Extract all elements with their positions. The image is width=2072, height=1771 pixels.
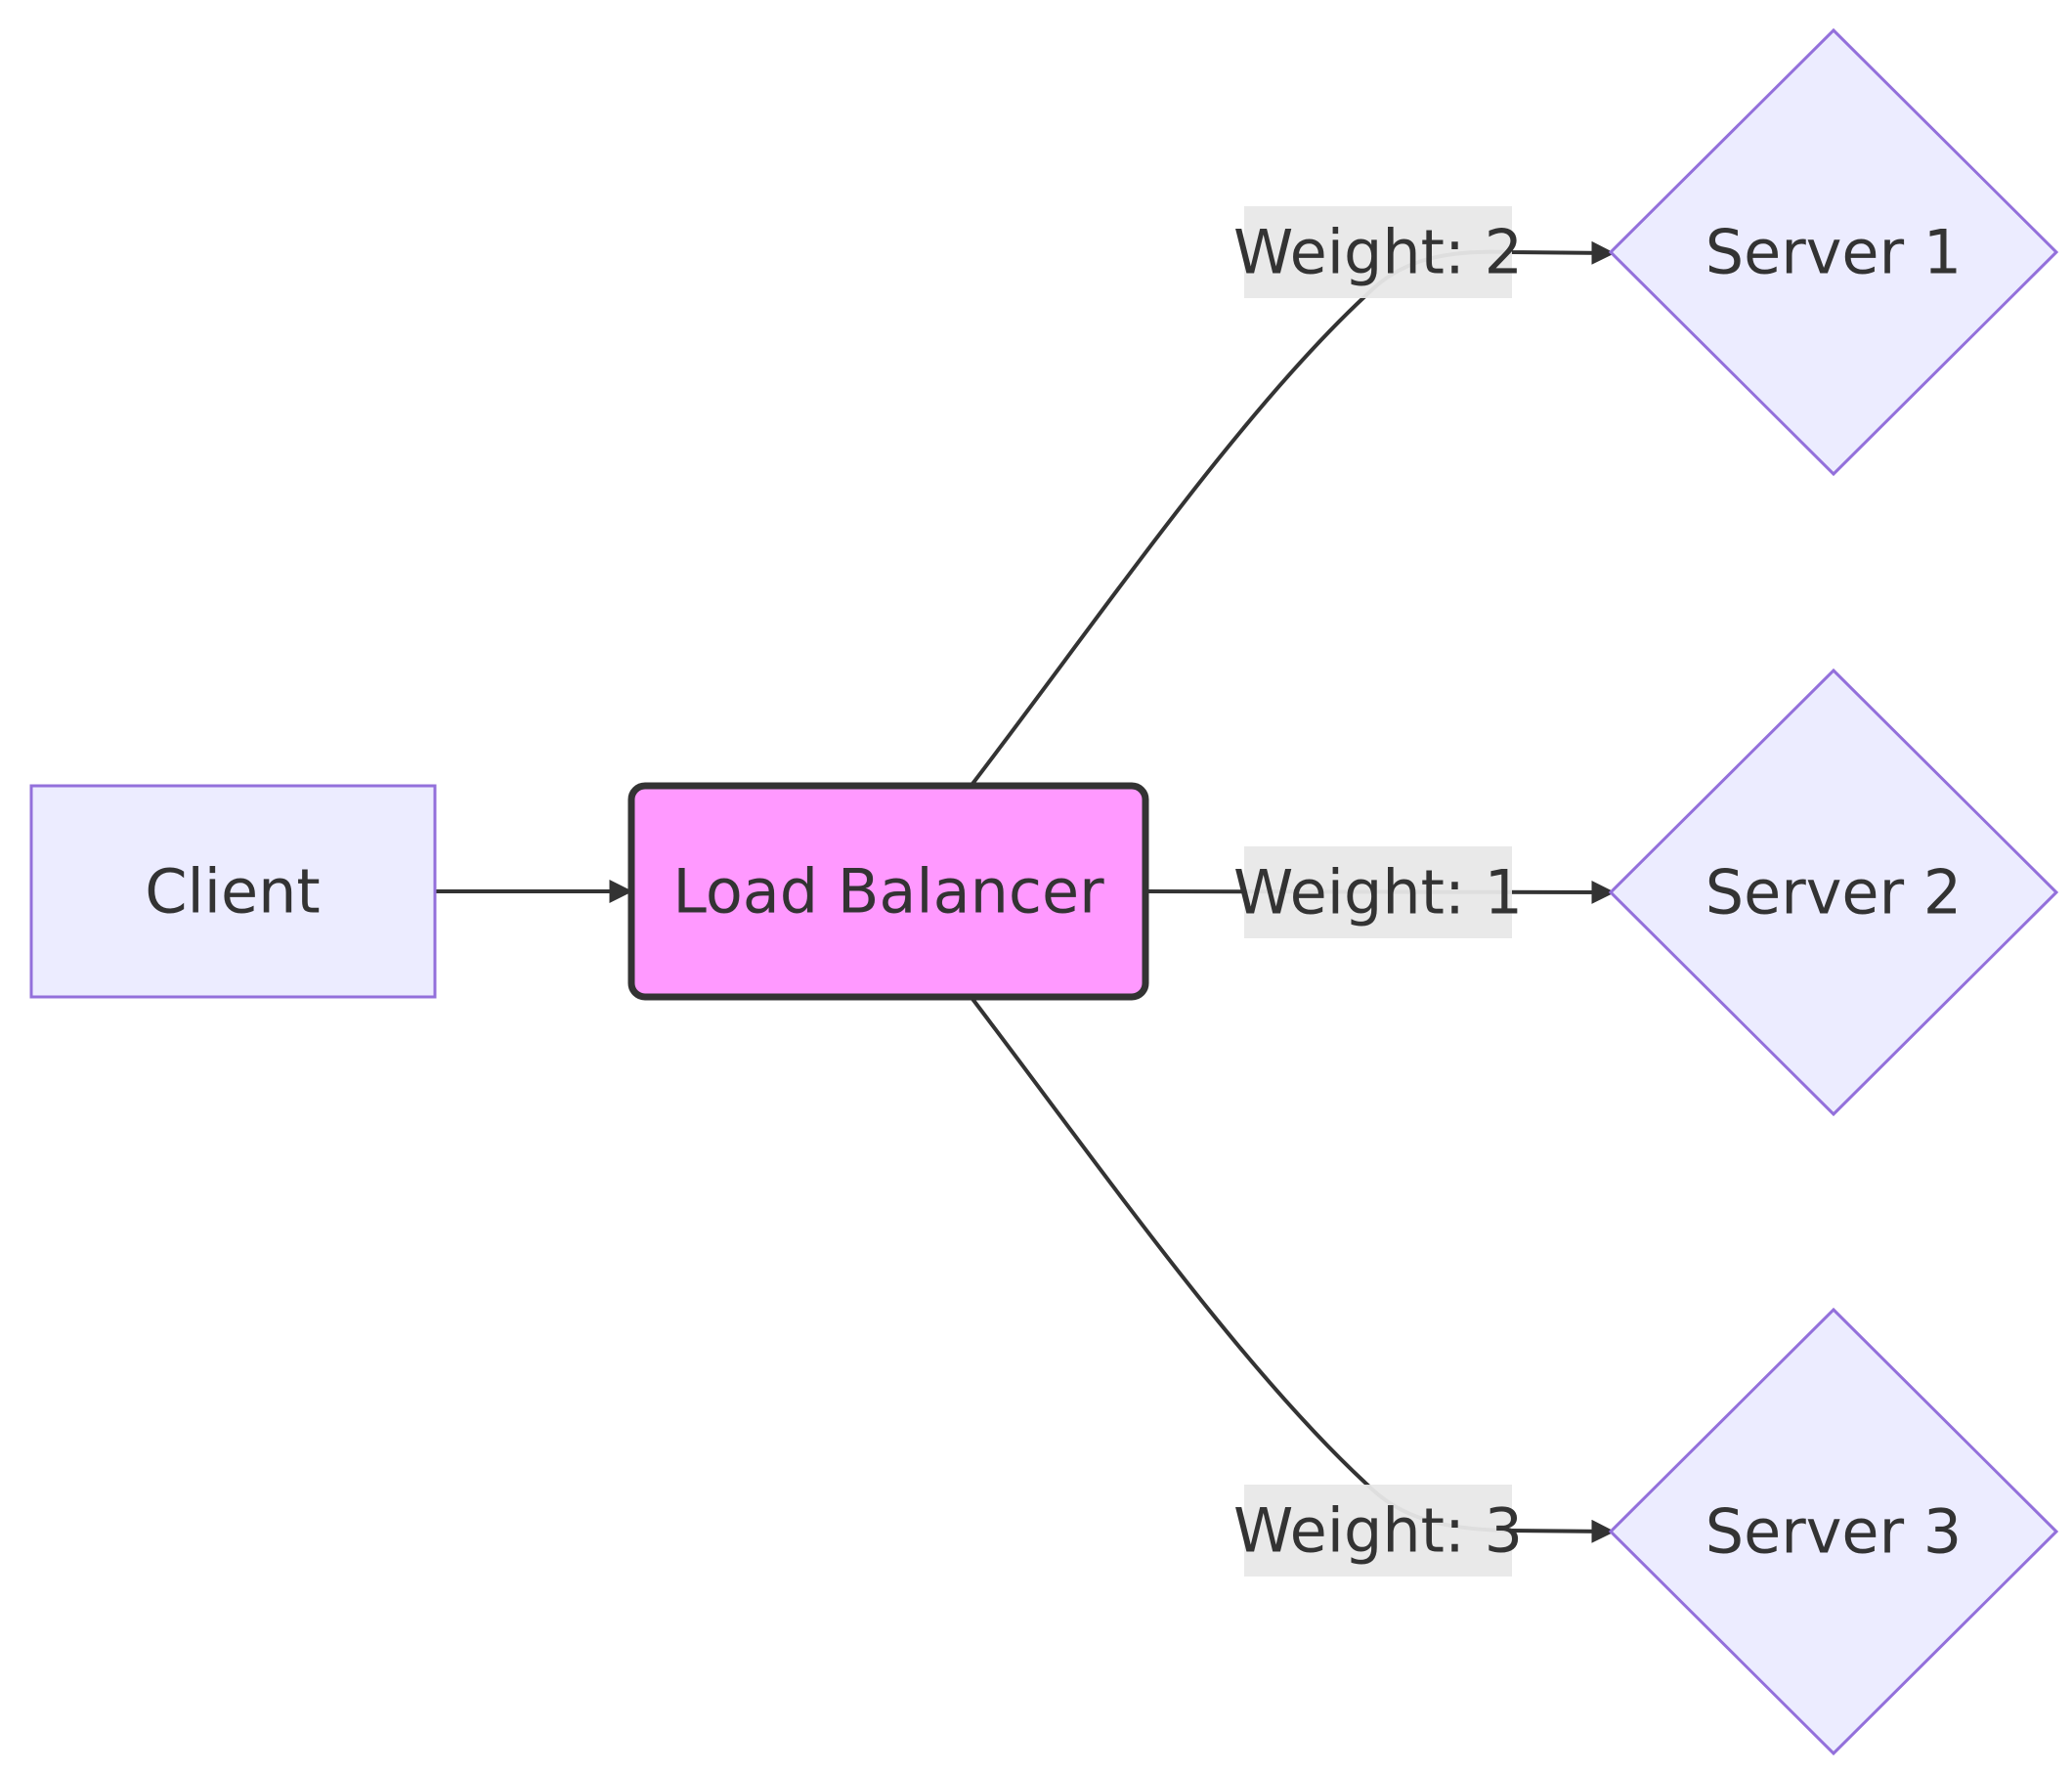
edge-label-text: Weight: 1 — [1233, 857, 1523, 929]
edge-load-balancer-to-server-3 — [971, 997, 1616, 1543]
node-server-1[interactable]: Server 1 — [1608, 27, 2059, 477]
edge-label-weight-1: Weight: 1 — [1233, 846, 1523, 938]
edge-load-balancer-to-server-1 — [971, 240, 1616, 786]
edge-label-background — [1244, 206, 1512, 298]
node-load-balancer[interactable]: Load Balancer — [627, 782, 1149, 1001]
node-server-2[interactable]: Server 2 — [1608, 668, 2059, 1117]
node-server-3[interactable]: Server 3 — [1608, 1307, 2059, 1756]
edge-label-weight-3: Weight: 3 — [1233, 1485, 1523, 1577]
node-server-2-label: Server 2 — [1705, 857, 1962, 929]
node-client-label: Client — [145, 856, 321, 928]
node-client-shape — [29, 784, 437, 999]
node-server-1-label: Server 1 — [1705, 217, 1962, 288]
node-client[interactable]: Client — [29, 784, 437, 999]
edge-label-text: Weight: 2 — [1233, 217, 1523, 288]
edge-label-text: Weight: 3 — [1233, 1495, 1523, 1567]
node-load-balancer-label: Load Balancer — [672, 856, 1104, 928]
node-server-1-shape — [1608, 27, 2059, 477]
node-server-3-label: Server 3 — [1705, 1496, 1962, 1568]
node-load-balancer-shape — [627, 782, 1149, 1001]
edge-label-background — [1244, 1485, 1512, 1577]
edge-label-background — [1244, 846, 1512, 938]
node-server-2-shape — [1608, 668, 2059, 1117]
node-server-3-shape — [1608, 1307, 2059, 1756]
edge-label-weight-2: Weight: 2 — [1233, 206, 1523, 298]
